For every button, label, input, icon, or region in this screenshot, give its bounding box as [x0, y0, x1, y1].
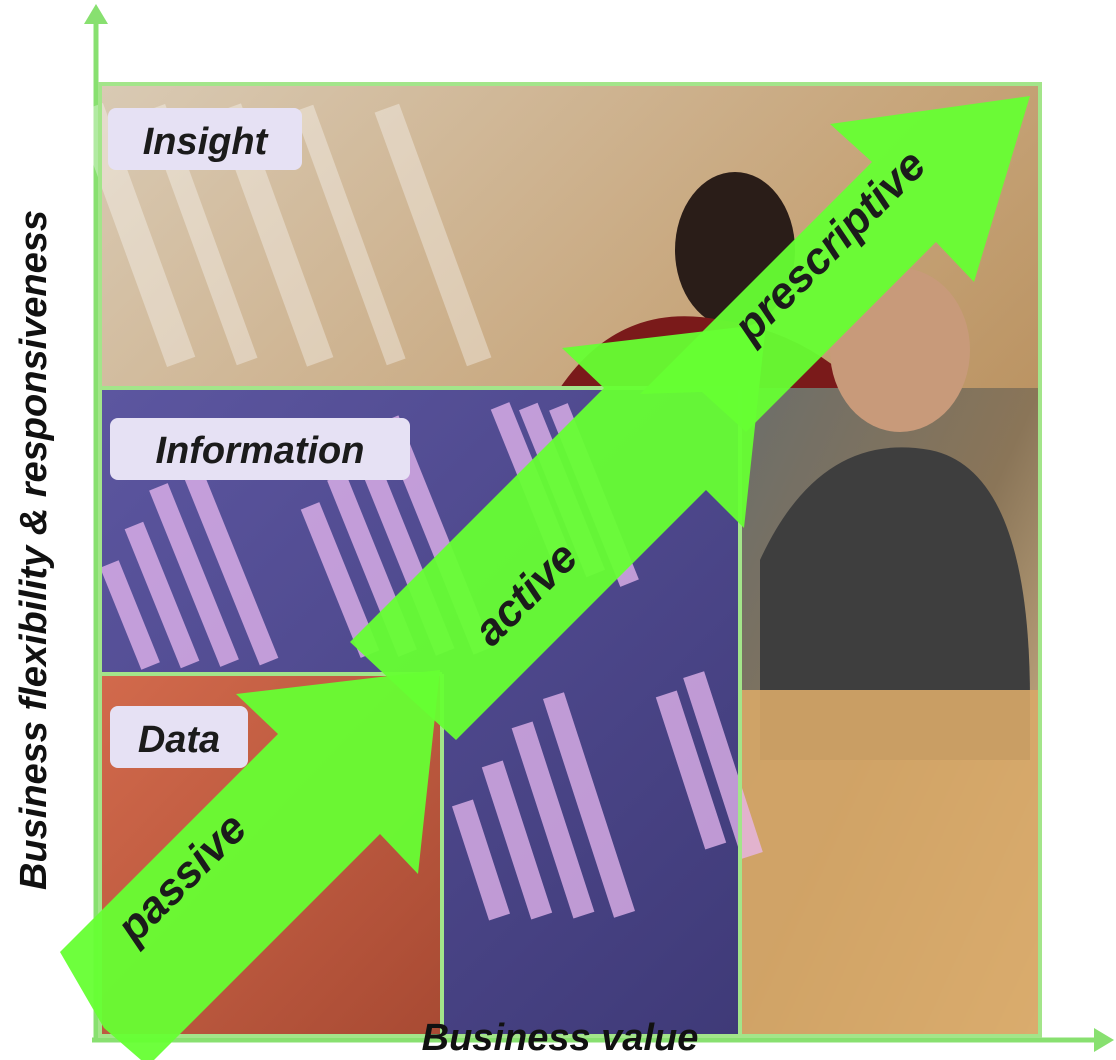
x-axis-arrowhead — [1094, 1028, 1114, 1052]
axes — [84, 4, 1114, 1052]
y-axis-arrowhead — [84, 4, 108, 24]
tier-label-bg-insight — [108, 108, 302, 170]
growth-arrow — [60, 96, 1030, 1060]
tier-labels: Insight Information Data — [108, 108, 410, 768]
x-axis-label: Business value — [422, 1017, 699, 1059]
growth-arrow-segment-3 — [640, 96, 1030, 432]
growth-arrow-segment-2 — [350, 324, 766, 740]
growth-arrow-segment-1 — [60, 670, 440, 1060]
tier-label-bg-information — [110, 418, 410, 480]
tier-label-information: Information — [156, 430, 365, 472]
tier-label-bg-data — [110, 706, 248, 768]
y-axis-label: Business flexibility & responsiveness — [13, 210, 55, 890]
tier-label-insight: Insight — [143, 121, 269, 163]
tier-label-data: Data — [138, 719, 220, 761]
